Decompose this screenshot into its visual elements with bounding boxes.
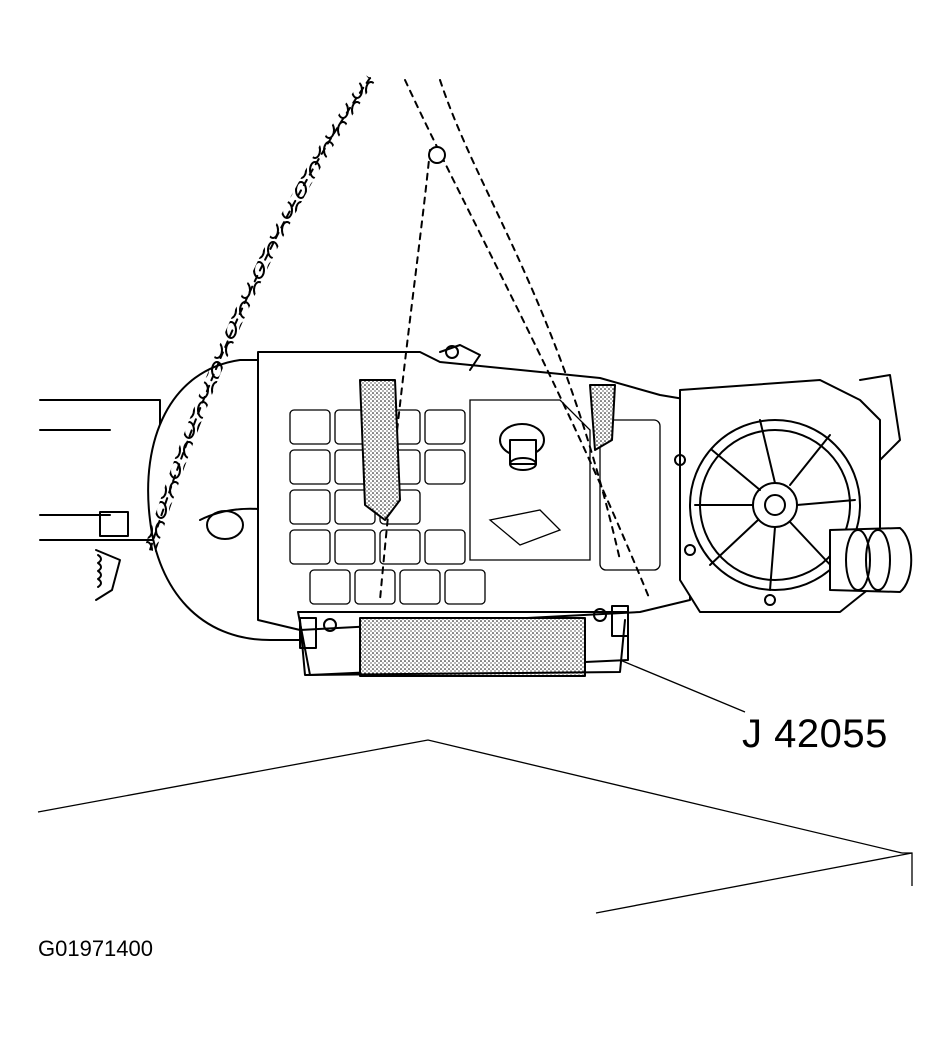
callout-leader-line: [619, 659, 746, 713]
lifting-straps: [359, 379, 616, 521]
lift-fixture-j42055: [297, 605, 629, 677]
transfer-case: [674, 374, 913, 613]
figure-id: G01971400: [38, 936, 153, 961]
selector-shaft: [499, 423, 545, 471]
lifting-chains: [144, 74, 651, 601]
transmission-case: [257, 344, 691, 631]
driveline-left: [39, 399, 161, 601]
floor-outline: [37, 739, 913, 914]
tool-callout-label: J 42055: [742, 712, 888, 756]
